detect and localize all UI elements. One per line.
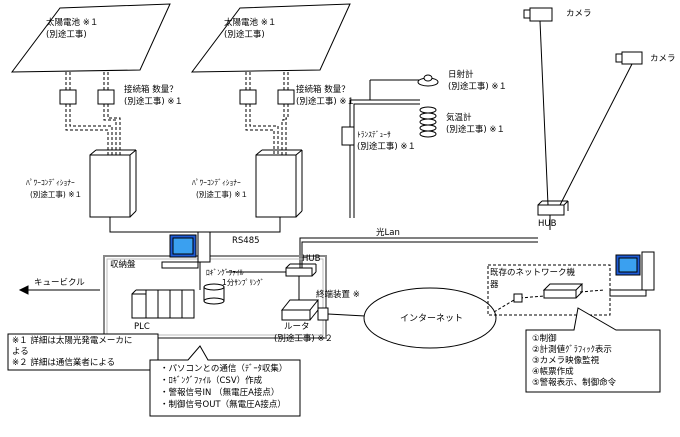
transducer-sub: (別途工事) ※１ xyxy=(357,142,416,152)
camera-1-label: カメラ xyxy=(566,9,592,19)
note-line-1: ※１ 詳細は太陽光発電メーカに xyxy=(12,336,133,346)
cabinet-label: 収納盤 xyxy=(110,260,136,270)
callout-left-line-1: ・パソコンとの通信（ﾃﾞｰﾀ収集） xyxy=(160,364,288,374)
thermometer-sub: (別途工事) ※１ xyxy=(446,125,505,135)
callout-right xyxy=(525,307,661,393)
callout-right-line-3: ③カメラ映像監視 xyxy=(532,356,600,366)
camera-2-label: カメラ xyxy=(650,54,676,64)
solar-1-label: 太陽電池 ※１ xyxy=(46,18,99,28)
network-device xyxy=(542,283,584,299)
solar-1-sub: (別途工事) xyxy=(46,30,87,40)
logging-label: ﾛｷﾞﾝｸﾞﾌｧｲﾙ xyxy=(206,268,244,277)
junction-1-label: 接続箱 数量？ xyxy=(124,85,178,95)
pcs-cabinet-1 xyxy=(89,154,131,218)
junction-2-label: 接続箱 数量？ xyxy=(296,85,350,95)
callout-right-line-5: ⑤警報表示、制御命令 xyxy=(532,378,617,388)
note-line-3: ※２ 詳細は通信業者による xyxy=(12,358,116,368)
solar-panel-2 xyxy=(190,3,351,73)
junction-2-sub: (別途工事) ※１ xyxy=(296,97,355,107)
callout-left xyxy=(149,345,301,417)
pcs-1-label: ﾊﾟﾜｰｺﾝﾃﾞｨｼｮﾅｰ xyxy=(26,178,75,187)
transducer-label: ﾄﾗﾝｽﾃﾞｭｰｻ xyxy=(357,130,391,139)
transducer-box xyxy=(341,126,355,146)
logging-sub: 1分ｻﾝﾌﾟﾘﾝｸﾞ xyxy=(222,278,265,287)
solar-panel-1 xyxy=(10,3,171,73)
terminal-device xyxy=(317,307,329,321)
junction-box-1b xyxy=(97,89,115,105)
notes-box xyxy=(7,333,159,371)
thermometer-label: 気温計 xyxy=(446,113,472,123)
hub-right-label: HUB xyxy=(538,219,557,229)
callout-left-line-2: ・ﾛｷﾞﾝｸﾞﾌｧｲﾙ（CSV）作成 xyxy=(160,376,263,386)
junction-box-1a xyxy=(59,89,77,105)
logging-storage xyxy=(203,283,225,305)
internet-cloud xyxy=(363,287,497,349)
junction-box-2b xyxy=(277,89,295,105)
callout-right-line-4: ④帳票作成 xyxy=(532,367,574,377)
existing-network-sub: 器 xyxy=(490,280,499,290)
storage-cabinet xyxy=(103,255,327,339)
pyranometer-label: 日射計 xyxy=(448,70,474,80)
hub-left xyxy=(285,267,313,277)
terminal-label: 終端装置 ※ xyxy=(316,290,360,300)
thermometer xyxy=(419,106,437,138)
junction-box-2a xyxy=(239,89,257,105)
optical-lan-label: 光Lan xyxy=(376,228,400,238)
camera-1 xyxy=(523,7,553,22)
note-line-2: よる xyxy=(12,347,29,357)
pcs-2-sub: (別途工事) ※１ xyxy=(196,190,249,199)
pcs-cabinet-2 xyxy=(255,154,297,218)
router-device xyxy=(280,299,320,321)
hub-right xyxy=(537,204,565,216)
router-sub: (別途工事) ※２ xyxy=(274,334,333,344)
plc-rack xyxy=(131,289,195,319)
camera-2 xyxy=(615,51,643,65)
junction-1-sub: (別途工事) ※１ xyxy=(124,97,183,107)
solar-2-label: 太陽電池 ※１ xyxy=(224,18,277,28)
cubicle-label: キュービクル xyxy=(34,278,85,288)
rs485-label: RS485 xyxy=(232,236,260,246)
callout-left-line-3: ・警報信号IN （無電圧A接点） xyxy=(160,388,280,398)
router-label: ルータ xyxy=(284,322,310,332)
hub-left-label: HUB xyxy=(302,254,321,264)
pcs-1-sub: (別途工事) ※１ xyxy=(30,190,83,199)
pcs-2-label: ﾊﾟﾜｰｺﾝﾃﾞｨｼｮﾅｰ xyxy=(192,178,241,187)
solar-2-sub: (別途工事) xyxy=(224,30,265,40)
callout-left-line-4: ・制御信号OUT（無電圧A接点） xyxy=(160,400,286,410)
internet-label: インターネット xyxy=(400,314,464,324)
existing-network-label: 既存のネットワーク機 xyxy=(490,268,576,278)
cabinet-pc xyxy=(161,231,211,269)
office-pc xyxy=(609,251,655,297)
pyranometer-sub: (別途工事) ※１ xyxy=(448,82,507,92)
callout-right-line-1: ①制御 xyxy=(532,334,557,344)
callout-right-line-2: ②計測値ｸﾞﾗﾌｨｯｸ表示 xyxy=(532,345,612,355)
plc-label: PLC xyxy=(134,322,150,332)
